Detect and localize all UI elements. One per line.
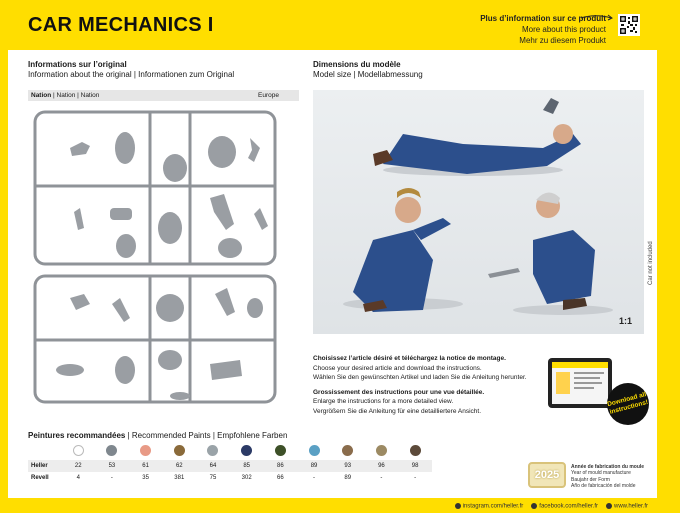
instructions-line-1: Choisissez l’article désiré et télécharg… [313, 355, 506, 362]
paint-swatch [342, 445, 354, 456]
mould-year-badge: 2025 [528, 462, 566, 488]
paint-swatch [409, 445, 421, 456]
revell-code: 35 [142, 475, 149, 481]
mould-line-2: Year of mould manufacture [571, 470, 631, 477]
revell-code: 381 [174, 475, 185, 481]
heller-label: Heller [31, 463, 48, 469]
instructions-line-4: Grossissement des instructions pour une … [313, 388, 485, 396]
heller-code: 64 [209, 463, 217, 469]
facebook-icon [531, 503, 538, 510]
model-title-fr: Dimensions du modèle [313, 60, 401, 69]
mould-line-1: Année de fabrication du moule [571, 464, 645, 470]
content-panel: Informations sur l’original Information … [8, 50, 657, 498]
paint-swatch [375, 445, 387, 456]
original-title-fr: Informations sur l’original [28, 60, 127, 69]
revell-code: - [380, 475, 383, 481]
facebook-text: facebook.com/heller.fr [539, 504, 598, 510]
scale-label: 1:1 [619, 316, 633, 326]
figures-image [313, 90, 644, 334]
revell-code: - [313, 475, 316, 481]
footer: instagram.com/heller.fr facebook.com/hel… [454, 503, 648, 510]
revell-code: 4 [76, 475, 80, 481]
instructions-line-5: Enlarge the instructions for a more deta… [313, 398, 454, 405]
tablet-download-image[interactable]: Download all instructions! [546, 356, 650, 428]
heller-code: 62 [175, 463, 183, 469]
instagram-link[interactable]: instagram.com/heller.fr [454, 503, 524, 510]
revell-code: 302 [241, 475, 252, 481]
website-link[interactable]: www.heller.fr [605, 503, 648, 510]
mould-line-3: Baujahr der Form [571, 476, 610, 483]
more-info-de: Mehr zu diesem Produkt [519, 36, 606, 45]
paints-table: Heller 22 53 61 62 64 85 86 89 93 96 98 … [28, 443, 432, 484]
paint-swatch [308, 445, 320, 456]
paint-swatch [106, 445, 118, 456]
page-title: CAR MECHANICS I [28, 14, 214, 36]
paint-swatch [173, 445, 185, 456]
heller-code: 85 [243, 463, 251, 469]
nation-value: Europe [258, 92, 279, 99]
paint-swatch [274, 445, 286, 456]
paint-swatch [207, 445, 219, 456]
arrow-icon [580, 14, 613, 21]
revell-code: 66 [277, 475, 284, 481]
model-section-title: Dimensions du modèle Model size | Modell… [313, 60, 423, 80]
heller-code: 86 [277, 463, 284, 469]
more-info-fr: Plus d’information sur ce produit [480, 14, 606, 23]
revell-label: Revell [31, 475, 49, 481]
paints-title-bold: Peintures recommandées [28, 431, 126, 440]
nation-label: Nation [31, 92, 52, 99]
original-section-title: Informations sur l’original Information … [28, 60, 234, 80]
heller-code: 22 [74, 463, 82, 469]
instructions-text: Choisissez l’article désiré et télécharg… [313, 354, 543, 416]
mould-year-text: Année de fabrication du moule Year of mo… [571, 464, 644, 489]
instructions-line-2: Choose your desired article and download… [313, 364, 482, 372]
facebook-link[interactable]: facebook.com/heller.fr [531, 503, 598, 510]
revell-row: Revell 4 - 35 381 75 302 66 - 89 - - [28, 472, 432, 484]
paints-title: Peintures recommandées | Recommended Pai… [28, 431, 287, 440]
more-info-en: More about this product [521, 25, 606, 34]
mould-line-4: Año de fabricación del molde [571, 482, 636, 489]
revell-code: 75 [209, 475, 217, 481]
paint-swatch [72, 445, 84, 456]
heller-code: 96 [378, 463, 385, 469]
heller-code: 53 [108, 463, 116, 469]
heller-code: 61 [142, 463, 149, 469]
instagram-text: instagram.com/heller.fr [462, 504, 524, 510]
more-info[interactable]: Plus d’information sur ce produit More a… [480, 13, 606, 46]
heller-code: 89 [310, 463, 318, 469]
instructions-line-6: Vergrößern Sie die Anleitung für eine de… [313, 407, 482, 415]
heller-row: Heller 22 53 61 62 64 85 86 89 93 96 98 [28, 460, 432, 472]
instructions-line-3: Wählen Sie den gewünschten Artikel und l… [313, 374, 527, 381]
paints-title-rest: | Recommended Paints | Empfohlene Farben [125, 431, 288, 440]
car-not-included-note: Car not included [648, 241, 654, 285]
revell-code: - [414, 475, 417, 481]
swatch-row [28, 443, 432, 460]
website-text: www.heller.fr [613, 504, 648, 510]
paint-swatch [140, 445, 152, 456]
paint-swatch [241, 445, 253, 456]
instagram-icon [454, 503, 461, 510]
revell-code: - [110, 475, 113, 481]
globe-icon [605, 503, 612, 510]
heller-code: 93 [344, 463, 352, 469]
original-title-en-de: Information about the original | Informa… [28, 70, 235, 79]
qr-code-icon[interactable] [618, 14, 640, 36]
nation-bar: Nation | Nation | Nation Europe [28, 90, 299, 101]
heller-code: 98 [411, 463, 419, 469]
revell-code: 89 [344, 475, 352, 481]
model-title-en-de: Model size | Modellabmessung [313, 70, 423, 79]
nation-label-rest: | Nation | Nation [51, 92, 100, 99]
sprue-image [33, 110, 277, 404]
